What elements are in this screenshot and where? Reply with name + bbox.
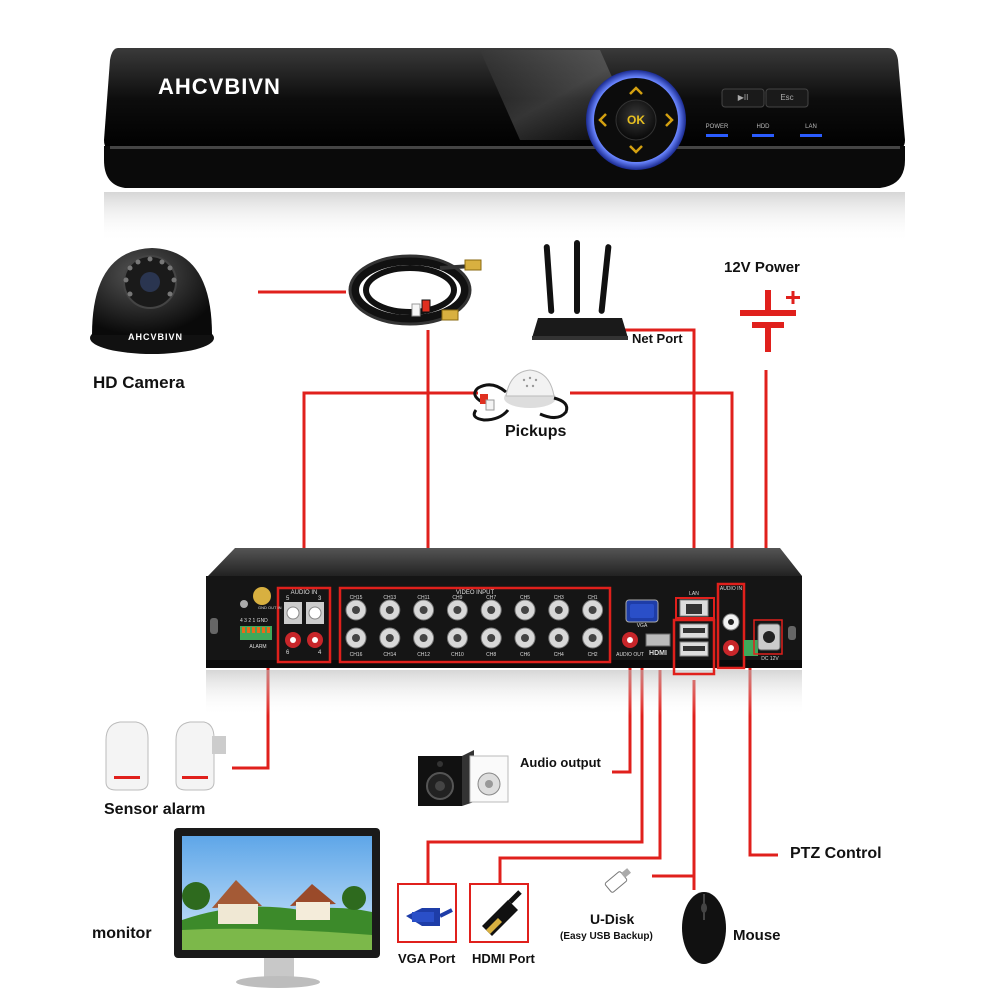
bnc-connectors (345, 599, 604, 649)
bnc-pin (385, 606, 394, 614)
connection-wires (232, 290, 778, 890)
vga-port-label: VGA Port (398, 951, 456, 966)
channel-label: CH8 (486, 652, 497, 658)
channel-label: CH9 (452, 595, 463, 601)
bnc-pin (554, 634, 563, 642)
dc-label: DC 12V (761, 656, 779, 662)
bnc-pin (521, 634, 529, 642)
dvr-front-panel (104, 48, 905, 242)
audio-out-label: AUDIO OUT (616, 652, 644, 658)
audio-in-group-label: AUDIO IN (290, 590, 318, 596)
sensor-alarm-icon (105, 721, 226, 791)
channel-label: CH1 (587, 595, 598, 601)
esc-button[interactable]: Esc (780, 93, 794, 102)
led-power: POWER (705, 124, 729, 130)
hdmi-port-label: HDMI Port (472, 951, 535, 966)
lan-label: LAN (689, 591, 699, 597)
channel-label: CH2 (587, 652, 598, 658)
hdmi-label: HDMI (649, 650, 667, 657)
alarm-label: ALARM (249, 644, 267, 650)
bnc-pin (453, 606, 462, 614)
u-disk-sub-label: (Easy USB Backup) (560, 931, 653, 942)
bnc-pin (419, 634, 428, 642)
mouse-label: Mouse (733, 927, 781, 944)
alarm-pins-label-b: GND OUT IN (258, 605, 282, 610)
bnc-pin (487, 606, 496, 614)
hdmi-cable-icon (469, 883, 529, 943)
monitor-label: monitor (92, 925, 152, 942)
bnc-pin (385, 634, 394, 642)
bnc-pin (554, 606, 563, 614)
video-cable-icon (348, 254, 482, 326)
pickups-label: Pickups (505, 423, 567, 440)
bnc-pin (521, 606, 529, 614)
sensor-alarm-label: Sensor alarm (104, 801, 206, 818)
channel-label: CH6 (519, 652, 530, 658)
channel-label: CH15 (349, 595, 363, 601)
channel-label: CH10 (450, 652, 464, 658)
ok-button[interactable]: OK (627, 113, 645, 127)
channel-label: CH16 (349, 652, 363, 658)
channel-label: CH14 (383, 652, 397, 658)
pickup-microphone-icon (472, 369, 569, 422)
usb-disk-icon (604, 868, 631, 893)
dvr-rear-panel (206, 548, 802, 716)
speakers-icon (418, 750, 509, 806)
channel-label: CH12 (417, 652, 430, 658)
video-input-group-label: VIDEO INPUT (455, 590, 495, 596)
audio-in-num: 6 (286, 650, 290, 656)
vga-label: VGA (636, 623, 648, 629)
bnc-pin (453, 634, 462, 642)
alarm-pins-label: 4 3 2 1 GND (240, 618, 268, 624)
channel-label: CH11 (417, 595, 430, 601)
bnc-pin (588, 606, 597, 614)
bnc-pin (352, 606, 360, 614)
bnc-pin (588, 634, 597, 642)
audio-output-label: Audio output (520, 755, 601, 770)
play-pause-button[interactable]: ▶II (737, 93, 749, 102)
bnc-pin (419, 606, 428, 614)
audio-in-num: 3 (318, 596, 322, 602)
mouse-icon (682, 892, 726, 964)
audio-in-num: 5 (286, 596, 290, 602)
audio-in-num: 4 (318, 650, 322, 656)
led-hdd: HDD (756, 124, 770, 130)
channel-label: CH7 (486, 595, 497, 601)
camera-brand-logo: AHCVBIVN (128, 332, 184, 342)
monitor-icon (174, 828, 380, 988)
ptz-control-label: PTZ Control (790, 845, 882, 862)
channel-label: CH3 (553, 595, 564, 601)
led-lan: LAN (805, 124, 817, 130)
bnc-pin (487, 634, 496, 642)
vga-cable-icon (397, 883, 457, 943)
bnc-pin (352, 634, 360, 642)
channel-label: CH4 (553, 652, 564, 658)
router-icon (532, 240, 628, 340)
audio-in-right-label: AUDIO IN (719, 586, 743, 592)
hd-camera-label: HD Camera (93, 373, 185, 392)
brand-logo: AHCVBIVN (158, 74, 281, 99)
u-disk-label: U-Disk (590, 911, 635, 927)
power-label: 12V Power (724, 259, 800, 276)
channel-label: CH13 (383, 595, 397, 601)
net-port-label: Net Port (632, 331, 683, 346)
dome-camera-icon (90, 248, 214, 354)
channel-label: CH5 (519, 595, 530, 601)
power-symbol-icon (740, 290, 800, 352)
